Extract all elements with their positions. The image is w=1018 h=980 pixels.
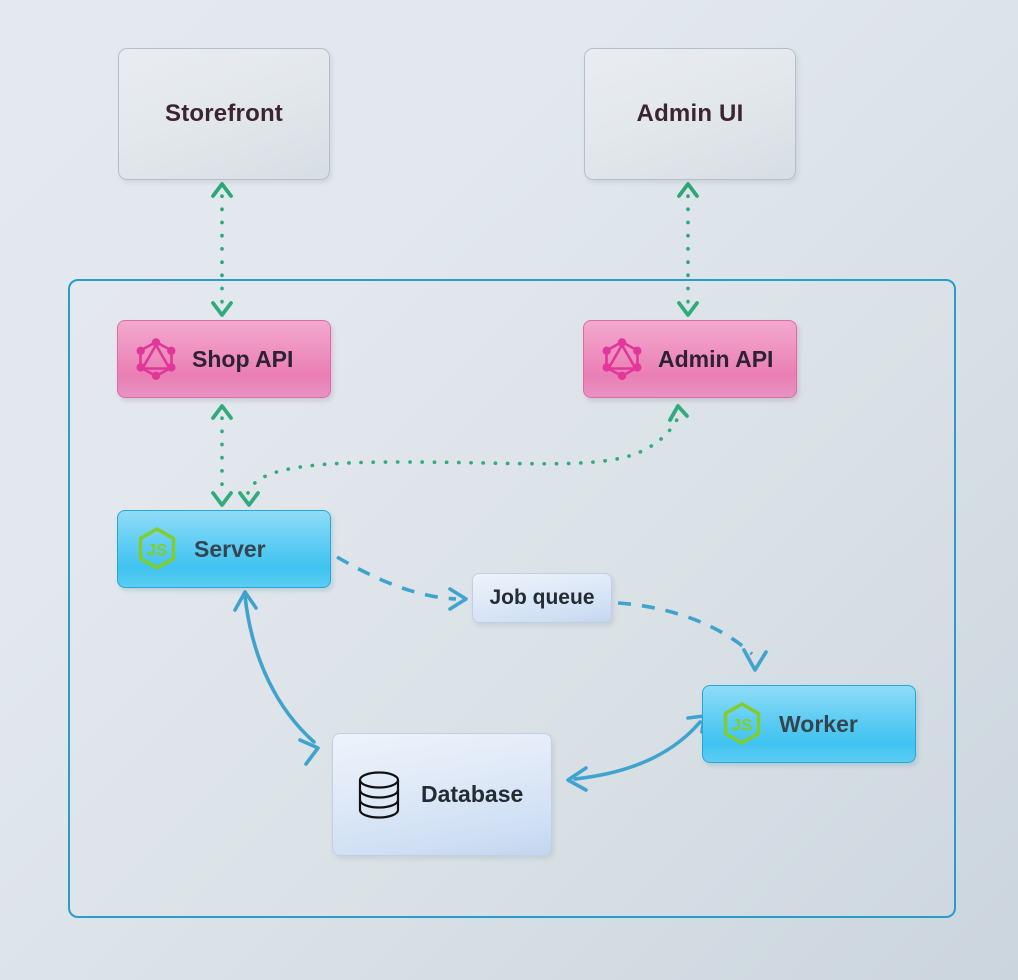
node-worker-label: Worker — [779, 710, 858, 737]
node-admin-ui-label: Admin UI — [636, 100, 744, 127]
node-storefront[interactable]: Storefront — [118, 48, 330, 180]
node-database-label: Database — [421, 781, 524, 807]
graphql-icon — [134, 336, 178, 382]
node-worker[interactable]: JS Worker — [702, 685, 916, 763]
node-server[interactable]: JS Server — [117, 510, 331, 588]
node-database[interactable]: Database — [332, 733, 552, 856]
database-icon — [355, 769, 403, 821]
vendure-server-group — [68, 279, 956, 918]
nodejs-icon: JS — [719, 700, 765, 748]
nodejs-icon: JS — [134, 525, 180, 573]
node-storefront-label: Storefront — [165, 100, 283, 127]
node-admin-api[interactable]: Admin API — [583, 320, 797, 398]
node-job-queue-label: Job queue — [489, 586, 595, 609]
node-job-queue[interactable]: Job queue — [472, 573, 612, 623]
node-admin-ui[interactable]: Admin UI — [584, 48, 796, 180]
graphql-icon — [600, 336, 644, 382]
node-server-label: Server — [194, 535, 266, 562]
svg-text:JS: JS — [732, 716, 753, 735]
svg-text:JS: JS — [147, 541, 168, 560]
node-shop-api[interactable]: Shop API — [117, 320, 331, 398]
node-admin-api-label: Admin API — [658, 345, 774, 372]
node-shop-api-label: Shop API — [192, 345, 294, 372]
